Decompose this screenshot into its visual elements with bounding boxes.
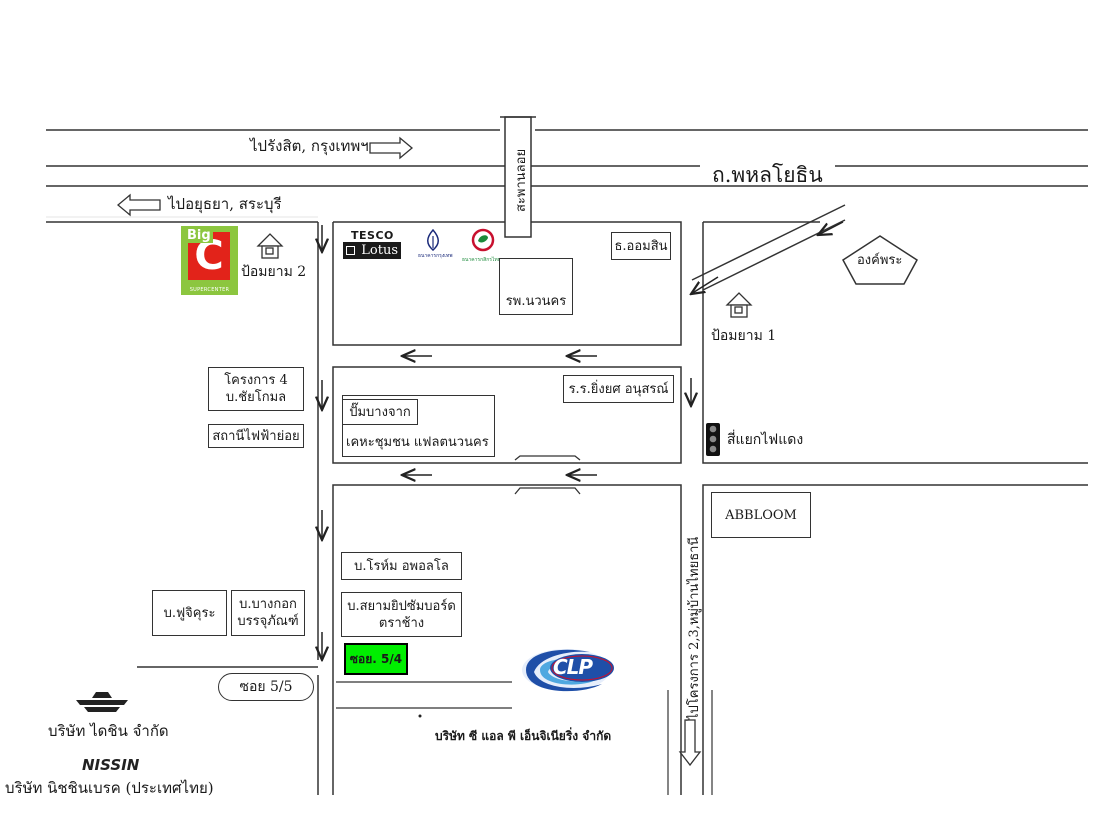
arrow-south	[678, 719, 702, 767]
arrow-rangsit	[369, 136, 414, 160]
box-school: ร.ร.ยิ่งยศ อนุสรณ์	[563, 375, 674, 403]
bigc-logo: C Big SUPERCENTER	[181, 226, 238, 295]
label-housing: เคหะชุมชน แฟลตนวนคร	[346, 435, 489, 450]
box-gsb: ธ.ออมสิน	[611, 232, 671, 260]
label-shrine: องค์พระ	[857, 253, 903, 268]
nissin-logo: NISSIN	[82, 756, 140, 774]
label-siam-gypsum-1: บ.สยามยิปซัมบอร์ด	[347, 598, 456, 614]
tesco-lotus-logo: TESCO Lotus	[343, 229, 401, 261]
arrow-ayutthaya	[116, 193, 161, 217]
label-phahonyothin-road: ถ.พหลโยธิน	[712, 163, 823, 187]
label-to-rangsit: ไปรังสิต, กรุงเทพฯ	[250, 137, 369, 155]
bangkok-bank-icon	[427, 228, 439, 251]
traffic-light-icon	[706, 423, 720, 456]
clp-logo: CLP	[523, 647, 617, 693]
kasikorn-bank-icon	[471, 228, 495, 252]
label-daishin: บริษัท ไดชิน จำกัด	[48, 722, 169, 740]
box-abbloom: ABBLOOM	[711, 492, 811, 538]
label-nissin: บริษัท นิชชินเบรค (ประเทศไทย)	[5, 779, 214, 797]
box-rohm: บ.โรห์ม อพอลโล	[341, 552, 462, 580]
box-soi-5-4: ซอย. 5/4	[344, 643, 408, 675]
overpass	[500, 116, 536, 238]
highway-lines	[46, 129, 1088, 223]
label-to-ayutthaya: ไปอยุธยา, สระบุรี	[168, 195, 282, 213]
label-bangkok-packing-2: บรรจุภัณฑ์	[237, 614, 299, 629]
label-police-box-2: ป้อมยาม 2	[241, 264, 307, 280]
label-to-project-2-3: ไปโครงการ 2,3,หมู่บ้านไทยธานี	[687, 536, 702, 720]
label-traffic-light: สี่แยกไฟแดง	[727, 432, 804, 448]
box-hospital: รพ.นวนคร	[499, 258, 573, 315]
box-gas-station: ปั๊มบางจาก	[342, 399, 418, 425]
daishin-logo-icon	[76, 692, 128, 712]
shrine-pentagon	[842, 235, 918, 285]
label-siam-gypsum-2: ตราช้าง	[378, 615, 425, 631]
box-bangkok-packing: บ.บางกอก บรรจุภัณฑ์	[231, 590, 305, 636]
label-overpass: สะพานลอย	[514, 148, 529, 212]
bangkok-bank-text: ธนาคารกรุงเทพ	[418, 253, 453, 259]
label-project4: โครงการ 4	[224, 373, 288, 388]
box-siam-gypsum: บ.สยามยิปซัมบอร์ด ตราช้าง	[341, 592, 462, 637]
lotus-text: Lotus	[343, 242, 401, 259]
police-box-1-icon	[725, 292, 753, 318]
box-project4-chaikamol: โครงการ 4 บ.ชัยโกมล	[208, 367, 304, 411]
clp-logo-text: CLP	[553, 655, 593, 679]
box-housing	[342, 395, 495, 457]
label-police-box-1: ป้อมยาม 1	[711, 328, 777, 344]
label-chaikamol: บ.ชัยโกมล	[225, 390, 287, 405]
clp-logo-icon	[522, 649, 614, 692]
left-road	[137, 222, 319, 795]
tesco-text: TESCO	[351, 229, 394, 242]
label-soi-5-5: ซอย 5/5	[218, 673, 314, 701]
box-fujikura: บ.ฟูจิคุระ	[152, 590, 227, 636]
box-substation: สถานีไฟฟ้าย่อย	[208, 424, 304, 448]
label-bangkok-packing-1: บ.บางกอก	[239, 597, 297, 612]
bigc-big-text: Big	[185, 228, 213, 243]
bigc-supercenter-text: SUPERCENTER	[189, 287, 230, 293]
label-clp-company: บริษัท ซี แอล พี เอ็นจิเนียริ่ง จำกัด	[435, 729, 612, 743]
kasikorn-bank-text: ธนาคารกสิกรไทย	[462, 257, 501, 263]
police-box-2-icon	[256, 233, 284, 259]
